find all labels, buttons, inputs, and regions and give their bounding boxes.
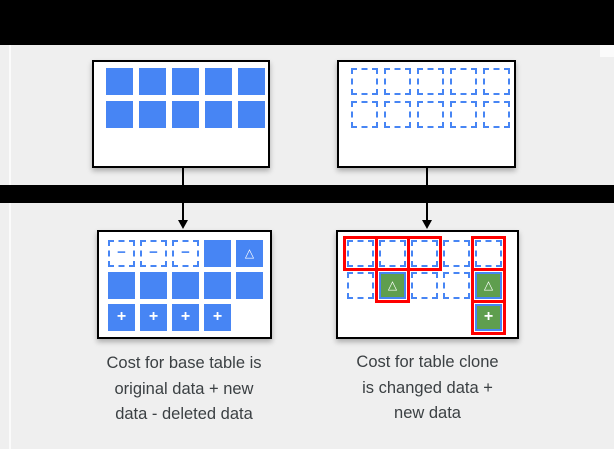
divider-black-bar <box>0 185 614 203</box>
table-clone-before-box <box>337 60 516 168</box>
data-block-dashed <box>483 68 510 95</box>
table-clone-after-box: △ △ + <box>336 230 519 339</box>
table-clone-before-grid <box>351 68 514 128</box>
caption-line: original data + new <box>114 379 254 398</box>
data-block-dashed <box>411 272 438 299</box>
data-block-dashed <box>443 272 470 299</box>
triangle-icon: △ <box>483 278 494 292</box>
data-block-solid <box>236 272 263 299</box>
data-block-dashed <box>483 101 510 128</box>
caption-line: is changed data + <box>362 378 493 397</box>
data-block-solid <box>205 68 232 95</box>
minus-icon: − <box>149 244 158 261</box>
left-edge-artifact-line <box>9 45 11 449</box>
data-block-dashed-minus: − <box>172 240 199 267</box>
caption-line: new data <box>394 404 461 422</box>
data-block-solid <box>139 101 166 128</box>
data-block-red-dashed <box>407 236 442 271</box>
caption-line: Cost for base table is <box>106 354 262 372</box>
triangle-icon: △ <box>244 246 255 260</box>
right-edge-artifact-patch <box>600 45 614 57</box>
table-clone-cost-caption: Cost for table clone is changed data + n… <box>330 350 525 427</box>
data-block-dashed <box>450 101 477 128</box>
caption-line: data - deleted data <box>115 405 253 423</box>
data-block-dashed-minus: − <box>108 240 135 267</box>
data-block-red-dashed <box>343 236 378 271</box>
data-block-dashed <box>417 101 444 128</box>
data-block-dashed <box>450 68 477 95</box>
arrow-down-icon <box>422 220 432 229</box>
caption-line: Cost for table clone <box>356 353 499 371</box>
data-block-solid <box>204 272 231 299</box>
data-block-dashed <box>443 240 470 267</box>
data-block-solid-plus: + <box>140 304 167 331</box>
top-black-bar <box>0 0 614 45</box>
data-block-solid-plus: + <box>204 304 231 331</box>
data-block-dashed <box>351 101 378 128</box>
data-block-solid <box>238 101 265 128</box>
data-block-red-green-triangle: △ <box>471 268 506 303</box>
data-block-solid <box>172 272 199 299</box>
data-block-solid <box>140 272 167 299</box>
data-block-solid <box>106 101 133 128</box>
data-block-solid <box>108 272 135 299</box>
base-table-before-grid <box>106 68 268 128</box>
data-block-dashed-minus: − <box>140 240 167 267</box>
table-clone-after-grid: △ △ + <box>343 236 517 335</box>
plus-icon: + <box>212 308 223 325</box>
base-table-after-box: − − − △ + + + + <box>97 230 272 339</box>
data-block-dashed <box>351 68 378 95</box>
data-block-red-dashed <box>471 236 506 271</box>
plus-icon: + <box>483 308 494 325</box>
arrow-down-icon <box>178 220 188 229</box>
minus-icon: − <box>181 244 190 261</box>
minus-icon: − <box>117 244 126 261</box>
data-block-red-green-triangle: △ <box>375 268 410 303</box>
data-block-red-dashed <box>375 236 410 271</box>
data-block-solid <box>106 68 133 95</box>
data-block-solid <box>238 68 265 95</box>
base-table-cost-caption: Cost for base table is original data + n… <box>74 351 294 428</box>
data-block-solid <box>205 101 232 128</box>
base-table-after-grid: − − − △ + + + + <box>108 240 270 331</box>
data-block-solid <box>172 68 199 95</box>
data-block-dashed <box>384 101 411 128</box>
triangle-icon: △ <box>387 278 398 292</box>
data-block-dashed <box>417 68 444 95</box>
data-block-solid <box>139 68 166 95</box>
plus-icon: + <box>180 308 191 325</box>
plus-icon: + <box>116 308 127 325</box>
data-block-solid <box>172 101 199 128</box>
base-table-before-box <box>92 60 270 168</box>
data-block-solid-triangle: △ <box>236 240 263 267</box>
data-block-dashed <box>384 68 411 95</box>
data-block-solid-plus: + <box>108 304 135 331</box>
data-block-red-green-plus: + <box>471 300 506 335</box>
data-block-solid <box>204 240 231 267</box>
plus-icon: + <box>148 308 159 325</box>
data-block-solid-plus: + <box>172 304 199 331</box>
data-block-dashed <box>347 272 374 299</box>
